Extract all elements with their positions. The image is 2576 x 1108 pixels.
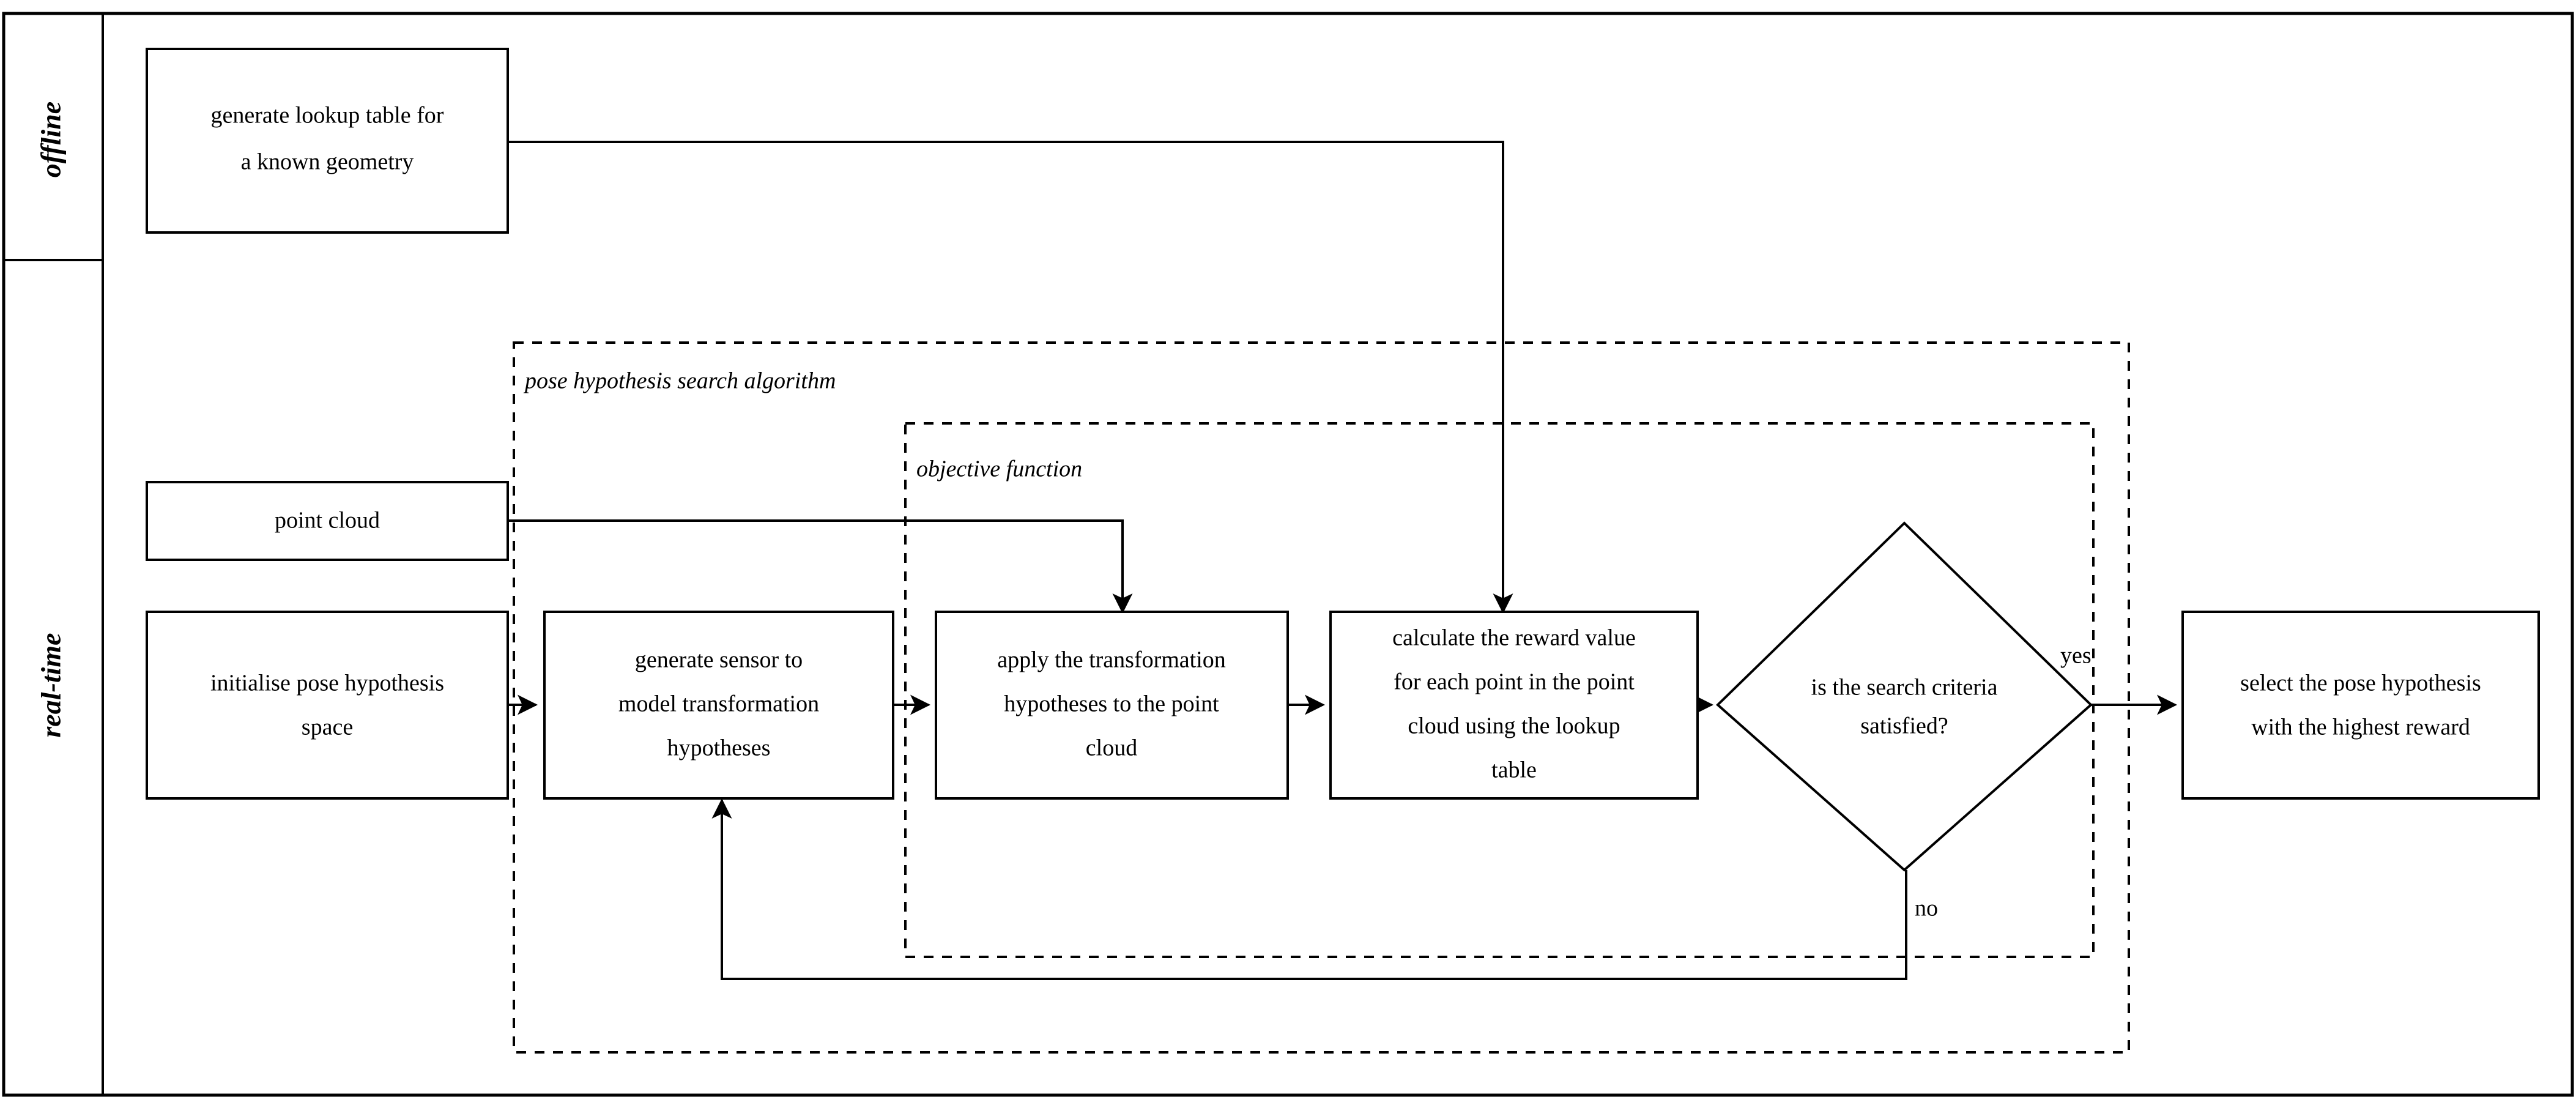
node-initialise-pose-hypothesis-space[interactable]: initialise pose hypothesis space — [146, 611, 509, 800]
node-line: initialise pose hypothesis — [210, 671, 444, 696]
edge-pointcloud-to-apply — [508, 519, 1133, 614]
node-line: hypotheses — [667, 735, 771, 761]
lane-label-offline: offline — [35, 102, 67, 177]
node-line: point cloud — [275, 508, 380, 534]
node-line: cloud using the lookup — [1408, 713, 1620, 739]
edge-label-yes: yes — [2060, 643, 2092, 669]
group-label-pose-hypothesis-search-algorithm: pose hypothesis search algorithm — [523, 368, 836, 394]
edge-decision-no-feedback — [711, 798, 1907, 980]
node-line: cloud — [1086, 735, 1137, 761]
diagram-frame — [2, 12, 2574, 1097]
group-objective-function — [904, 422, 2095, 958]
node-select-pose-hypothesis[interactable]: select the pose hypothesis with the high… — [2181, 611, 2540, 800]
node-line: satisfied? — [1860, 713, 1948, 739]
node-line: space — [302, 715, 353, 740]
node-line: apply the transformation — [997, 647, 1226, 673]
node-point-cloud[interactable]: point cloud — [146, 481, 509, 561]
group-pose-hypothesis-search-algorithm — [513, 341, 2130, 1054]
node-line: table — [1491, 757, 1537, 783]
node-line: calculate the reward value — [1392, 625, 1636, 651]
node-is-search-criteria-satisfied[interactable]: is the search criteria satisfied? — [1716, 521, 2093, 872]
node-calculate-reward-value[interactable]: calculate the reward value for each poin… — [1329, 611, 1699, 800]
svg-text:real-time: real-time — [35, 633, 67, 737]
node-line: generate lookup table for — [211, 103, 444, 128]
node-generate-sensor-to-model-transformation-hypotheses[interactable]: generate sensor to model transformation … — [543, 611, 894, 800]
node-line: with the highest reward — [2251, 715, 2470, 740]
svg-text:offline: offline — [35, 102, 67, 177]
node-line: is the search criteria — [1811, 675, 1998, 701]
node-line: for each point in the point — [1394, 669, 1635, 695]
group-label-objective-function: objective function — [916, 456, 1082, 482]
edge-lookup-to-calculate — [508, 141, 1513, 614]
node-line: hypotheses to the point — [1004, 691, 1219, 717]
lane-label-real-time: real-time — [35, 633, 67, 737]
node-apply-transformation-hypotheses[interactable]: apply the transformation hypotheses to t… — [935, 611, 1289, 800]
node-line: model transformation — [618, 691, 819, 717]
node-line: select the pose hypothesis — [2240, 671, 2481, 696]
node-line: generate sensor to — [635, 647, 803, 673]
node-generate-lookup-table[interactable]: generate lookup table for a known geomet… — [146, 48, 509, 234]
node-line: a known geometry — [241, 149, 414, 175]
edge-label-no: no — [1915, 896, 1938, 921]
